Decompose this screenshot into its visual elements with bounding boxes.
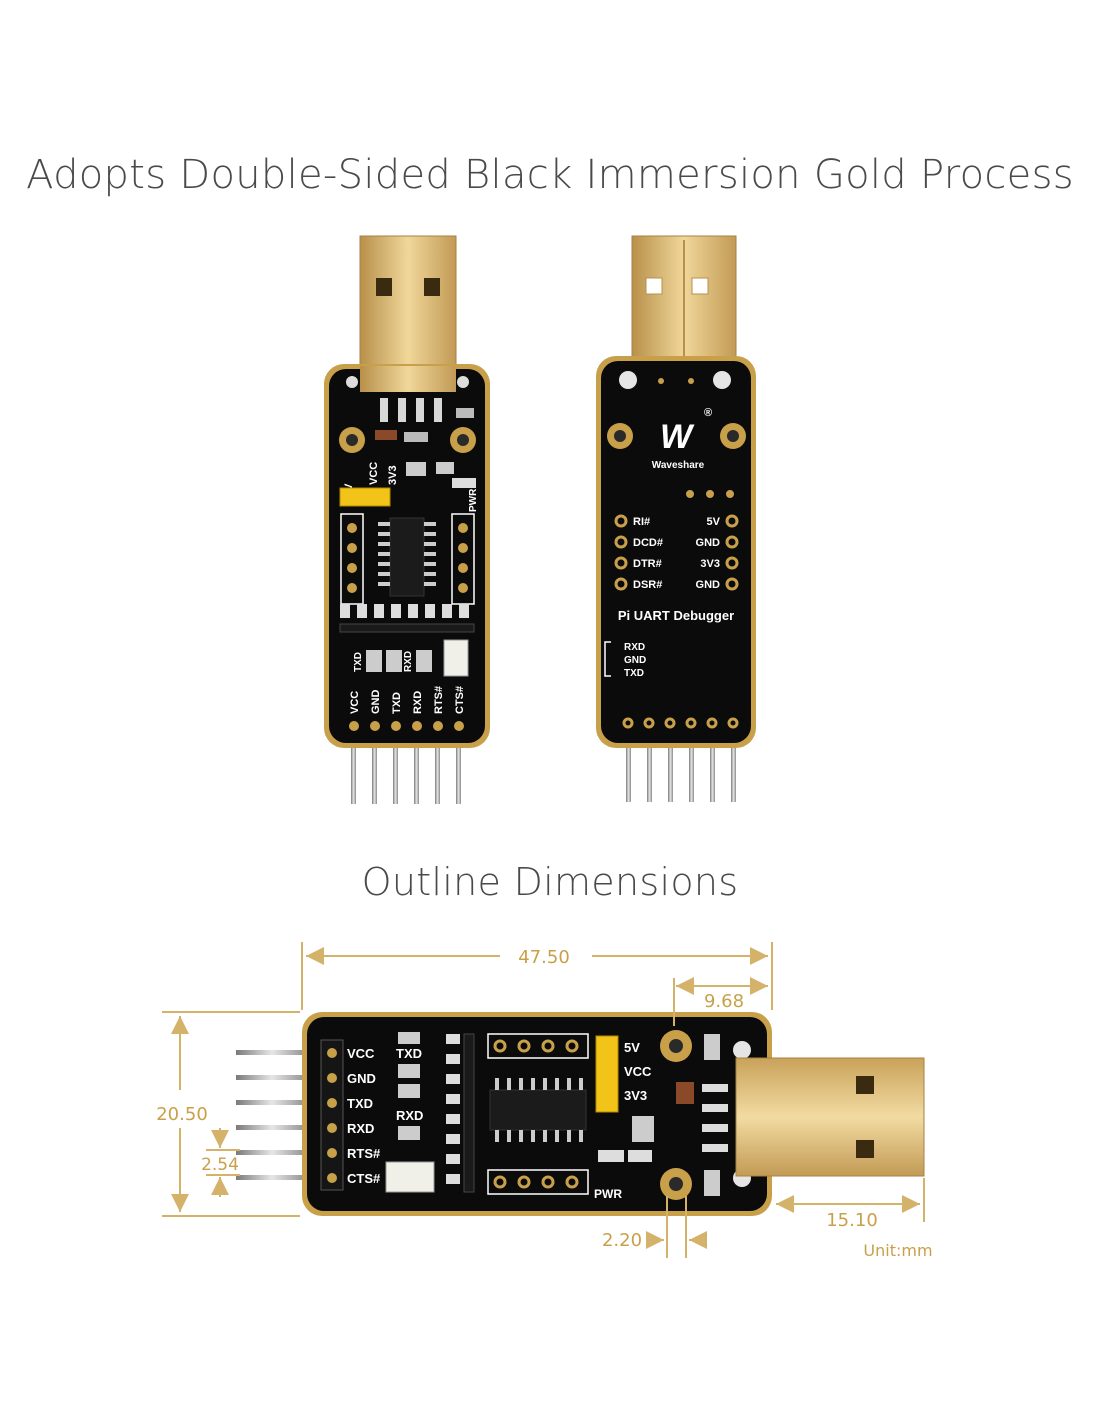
front-pin-label-rxd: RXD <box>412 691 424 714</box>
front-pin-label-rts: RTS# <box>433 686 445 714</box>
side-pin-label-rts: RTS# <box>347 1146 381 1161</box>
side-label-rxd: RXD <box>396 1108 423 1123</box>
side-pin-label-cts: CTS# <box>347 1171 381 1186</box>
side-pin-label-gnd: GND <box>347 1071 376 1086</box>
front-pin-label-gnd: GND <box>370 690 382 715</box>
back-board: W ® Waveshare RI# DCD# DTR# DSR# 5V GND … <box>596 235 756 802</box>
back-pin-label-3v3: 3V3 <box>700 558 720 570</box>
side-header-pins <box>236 1050 308 1180</box>
dimension-hole: 2.20 <box>602 1230 642 1251</box>
back-uart-label-gnd: GND <box>624 655 646 666</box>
side-pin-label-vcc: VCC <box>347 1046 375 1061</box>
back-pin-label-dsr: DSR# <box>633 579 662 591</box>
front-label-txd: TXD <box>353 652 364 672</box>
front-pin-label-vcc: VCC <box>349 691 361 714</box>
front-board: 5V VCC 3V3 PWR TXD RXD <box>324 235 490 804</box>
side-label-vcc: VCC <box>624 1064 652 1079</box>
back-header-pins <box>626 740 736 802</box>
back-pin-label-dtr: DTR# <box>633 558 662 570</box>
dimension-board: VCC GND TXD RXD RTS# CTS# TXD RXD <box>236 1012 925 1216</box>
dimension-width: 20.50 <box>156 1104 208 1125</box>
front-label-rxd: RXD <box>403 651 414 672</box>
side-label-5v: 5V <box>624 1040 640 1055</box>
dimension-usb-offset: 9.68 <box>704 991 744 1012</box>
registered-mark: ® <box>704 407 712 419</box>
front-label-vcc: VCC <box>368 462 380 485</box>
front-label-pwr: PWR <box>468 488 479 512</box>
side-label-pwr: PWR <box>594 1187 622 1201</box>
back-pin-label-dcd: DCD# <box>633 537 663 549</box>
side-pin-label-txd: TXD <box>347 1096 373 1111</box>
product-name: Pi UART Debugger <box>618 608 734 623</box>
back-uart-label-txd: TXD <box>624 668 644 679</box>
back-uart-label-rxd: RXD <box>624 642 645 653</box>
back-pin-label-gnd-1: GND <box>696 537 721 549</box>
waveshare-logo: W <box>660 418 695 456</box>
back-pin-label-5v: 5V <box>707 516 721 528</box>
front-ic-chip <box>389 517 425 597</box>
side-jumper <box>595 1035 619 1113</box>
back-pin-label-ri: RI# <box>633 516 650 528</box>
dimension-usb-length: 15.10 <box>826 1210 878 1231</box>
page-title: Adopts Double-Sided Black Immersion Gold… <box>26 152 1074 198</box>
side-pin-label-rxd: RXD <box>347 1121 374 1136</box>
side-usb-connector <box>735 1057 925 1177</box>
front-pin-label-cts: CTS# <box>454 686 466 714</box>
dimension-unit: Unit:mm <box>863 1241 932 1260</box>
dimension-length: 47.50 <box>518 947 570 968</box>
front-label-3v3: 3V3 <box>387 465 399 485</box>
back-pin-label-gnd-2: GND <box>696 579 721 591</box>
section-title: Outline Dimensions <box>361 860 739 904</box>
side-label-txd: TXD <box>396 1046 422 1061</box>
dimension-annotations <box>162 942 925 1258</box>
front-jumper <box>339 487 391 507</box>
dimension-pin-pitch: 2.54 <box>201 1155 239 1175</box>
front-pin-label-txd: TXD <box>391 692 403 714</box>
side-label-3v3: 3V3 <box>624 1088 647 1103</box>
side-ic-chip <box>489 1089 587 1131</box>
brand-name: Waveshare <box>652 460 705 471</box>
back-usb-connector <box>631 235 737 367</box>
